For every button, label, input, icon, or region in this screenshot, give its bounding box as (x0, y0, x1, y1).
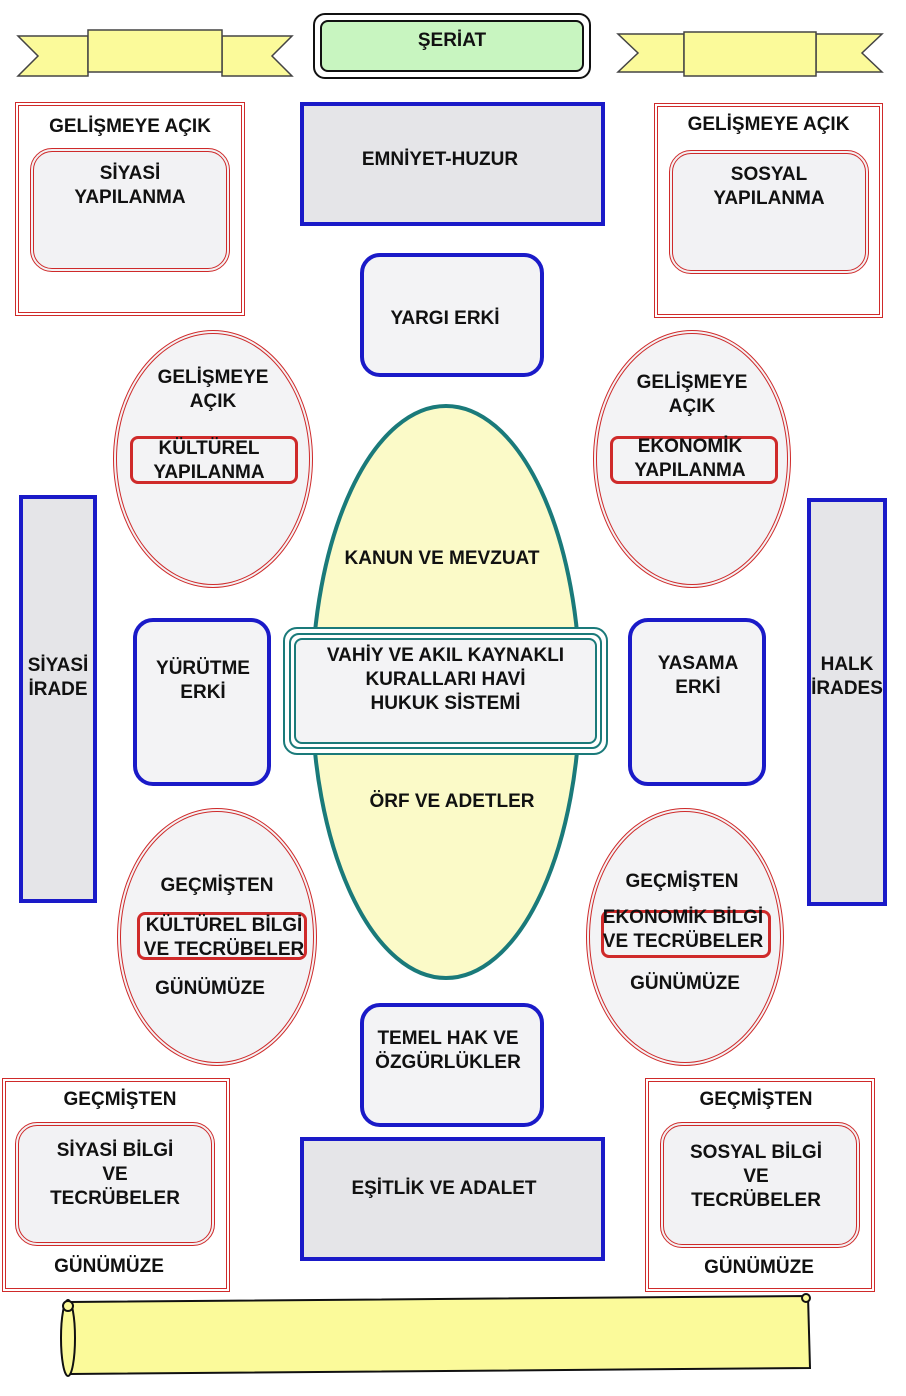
upper-right-oval-label: EKONOMİK YAPILANMA (634, 436, 746, 481)
lower-right-oval-label: EKONOMİK BİLGİ VE TECRÜBELER (602, 907, 764, 952)
left-side-text: SİYASİ İRADE (27, 655, 89, 700)
executive-box (133, 618, 271, 786)
upper-left-oval-header: GELİŞMEYE AÇIK (157, 367, 269, 412)
rights-text: TEMEL HAK VE ÖZGÜRLÜKLER (375, 1028, 521, 1073)
legislative-text: YASAMA ERKİ (657, 653, 739, 698)
legislative-box (628, 618, 766, 786)
bottom-left-inner-text: SİYASİ BİLGİ VE TECRÜBELER (50, 1140, 180, 1209)
judiciary-text: YARGI ERKİ (390, 308, 500, 329)
top-right-inner-text: SOSYAL YAPILANMA (713, 164, 825, 209)
lower-right-oval (586, 808, 784, 1066)
title-text: ŞERİAT (417, 30, 487, 51)
bottom-right-header: GEÇMİŞTEN (699, 1089, 813, 1110)
executive-text: YÜRÜTME ERKİ (156, 658, 250, 703)
lower-left-oval-label-box (137, 912, 307, 960)
top-left-header: GELİŞMEYE AÇIK (49, 116, 211, 137)
ribbon-banner-icon (616, 31, 884, 77)
justice-text: EŞİTLİK VE ADALET (351, 1178, 537, 1199)
lower-left-oval-header: GEÇMİŞTEN (160, 875, 274, 896)
lower-right-oval-header: GEÇMİŞTEN (625, 871, 739, 892)
ribbon-banner-icon (16, 29, 294, 77)
upper-left-oval (113, 330, 313, 588)
bottom-left-header: GEÇMİŞTEN (63, 1089, 177, 1110)
lower-left-oval (117, 808, 317, 1066)
core-center-text: VAHİY VE AKIL KAYNAKLI KURALLARI HAVİ HU… (326, 645, 565, 714)
top-left-inner-box (30, 148, 230, 272)
bottom-right-inner-text: SOSYAL BİLGİ VE TECRÜBELER (690, 1142, 822, 1211)
upper-right-oval-label-box (610, 436, 778, 484)
upper-right-oval (593, 330, 791, 588)
bottom-left-inner-box (15, 1122, 215, 1246)
lower-left-oval-label: KÜLTÜREL BİLGİ VE TECRÜBELER (143, 915, 305, 960)
bottom-right-footer: GÜNÜMÜZE (704, 1257, 814, 1278)
title-box (313, 13, 591, 79)
left-side-bar (19, 495, 97, 903)
core-center-box (283, 627, 608, 755)
top-left-inner-text: SİYASİ YAPILANMA (74, 163, 186, 208)
judiciary-box (360, 253, 544, 377)
security-text: EMNİYET-HUZUR (361, 149, 519, 170)
bottom-left-footer: GÜNÜMÜZE (54, 1256, 164, 1277)
rights-box (360, 1003, 544, 1127)
core-bottom-text: ÖRF VE ADETLER (369, 791, 535, 812)
core-top-text: KANUN VE MEVZUAT (344, 548, 540, 569)
lower-left-oval-footer: GÜNÜMÜZE (155, 978, 265, 999)
bottom-right-inner-box (660, 1122, 860, 1248)
lower-right-oval-footer: GÜNÜMÜZE (630, 973, 740, 994)
security-box (300, 102, 605, 226)
upper-left-oval-label-box (130, 436, 298, 484)
upper-right-oval-header: GELİŞMEYE AÇIK (636, 372, 748, 417)
upper-left-oval-label: KÜLTÜREL YAPILANMA (153, 438, 265, 483)
top-right-inner-box (669, 150, 869, 274)
lower-right-oval-label-box (601, 910, 771, 958)
right-side-text: HALK İRADES (811, 654, 883, 699)
justice-box (300, 1137, 605, 1261)
top-right-header: GELİŞMEYE AÇIK (687, 114, 850, 135)
scroll-icon (60, 1293, 812, 1377)
right-side-bar (807, 498, 887, 906)
